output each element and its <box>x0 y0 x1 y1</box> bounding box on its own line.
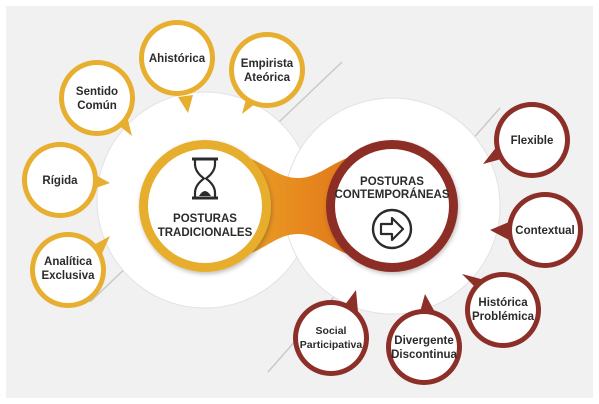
bubble-label: Ahistórica <box>149 53 206 65</box>
bubble-ahistorica: Ahistórica <box>139 20 215 113</box>
bubble-label-line2: Discontinua <box>391 349 457 361</box>
bubble-label-line1: Empirista <box>241 58 294 70</box>
bubble-label-line1: Sentido <box>76 86 118 98</box>
bubble-label-line2: Exclusiva <box>41 270 95 282</box>
bubble-label-line1: Divergente <box>394 335 453 347</box>
bubble-label-line1: Histórica <box>478 297 528 309</box>
contemporary-title-line2: CONTEMPORÁNEAS <box>334 188 449 201</box>
bubble-sentido-comun: Sentido Común <box>59 60 135 136</box>
bubble-label: Rígida <box>42 175 78 187</box>
bubble-social-participativa: Social Participativa <box>293 290 369 376</box>
bubble-label-line2: Participativa <box>300 339 363 351</box>
contemporary-title-line1: POSTURAS <box>360 176 424 188</box>
bubble-historica-problemica: Histórica Problémica <box>462 272 541 348</box>
hourglass-icon <box>192 157 218 200</box>
bubble-label: Flexible <box>511 135 554 147</box>
bubble-label-line1: Analítica <box>44 256 93 268</box>
bubble-label-line2: Común <box>77 100 117 112</box>
contemporary-hub <box>335 149 449 263</box>
bubble-contextual: Contextual <box>490 192 583 268</box>
bubble-flexible: Flexible <box>483 102 570 178</box>
bubble-label-line1: Social <box>316 325 347 337</box>
bubble-label: Contextual <box>515 225 574 237</box>
traditional-hub <box>148 149 262 263</box>
bubble-label-line2: Ateórica <box>244 72 291 84</box>
traditional-title-line2: TRADICIONALES <box>158 227 253 239</box>
bubble-analitica-exclusiva: Analítica Exclusiva <box>30 232 110 308</box>
traditional-title-line1: POSTURAS <box>173 213 237 225</box>
bubble-rigida: Rígida <box>22 142 110 218</box>
bubble-label-line2: Problémica <box>472 311 535 323</box>
bubble-divergente-discontinua: Divergente Discontinua <box>386 294 462 385</box>
arrow-right-icon <box>371 208 413 250</box>
bubble-empirista-ateorica: Empirista Ateórica <box>229 32 305 114</box>
